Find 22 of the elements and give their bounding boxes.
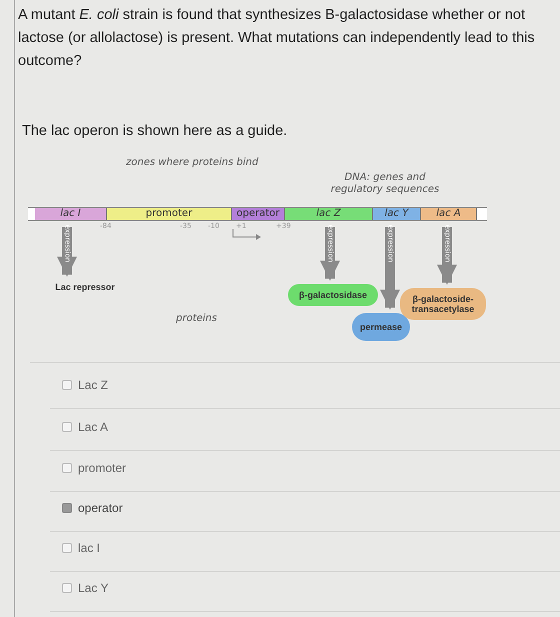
gene-segment: lac Y [373,208,421,220]
gene-segment: lac Z [285,208,373,220]
gene-segment: lac I [35,208,107,220]
option-label: Lac Z [78,378,108,392]
annotation-text: proteins [176,313,217,324]
annotation-text: DNA: genes and regulatory sequences [330,172,440,196]
protein-pill: permease [352,313,410,341]
option-label: Lac A [78,420,108,434]
protein-pill: β-galactosidase [288,284,378,306]
option-label: promoter [78,461,126,475]
instruction-text: The lac operon is shown here as a guide. [22,123,288,139]
option-label: operator [78,501,123,515]
protein-pill: β-galactoside-transacetylase [400,288,486,320]
annotation-text: zones where proteins bind [126,157,258,168]
question-text: A mutant E. coli strain is found that synthesizes B-galactosidase whether or not lactose (or allolactose) is present. What mutations can independently lead to this outcome? [18,6,536,71]
expression-arrow [380,227,400,310]
gene-segment: lac A [421,208,477,220]
protein-label: Lac repressor [40,280,130,294]
gene-segment: promoter [107,208,232,220]
gene-segment: operator [232,208,285,220]
option-label: lac I [78,541,100,555]
option-label: Lac Y [78,581,108,595]
